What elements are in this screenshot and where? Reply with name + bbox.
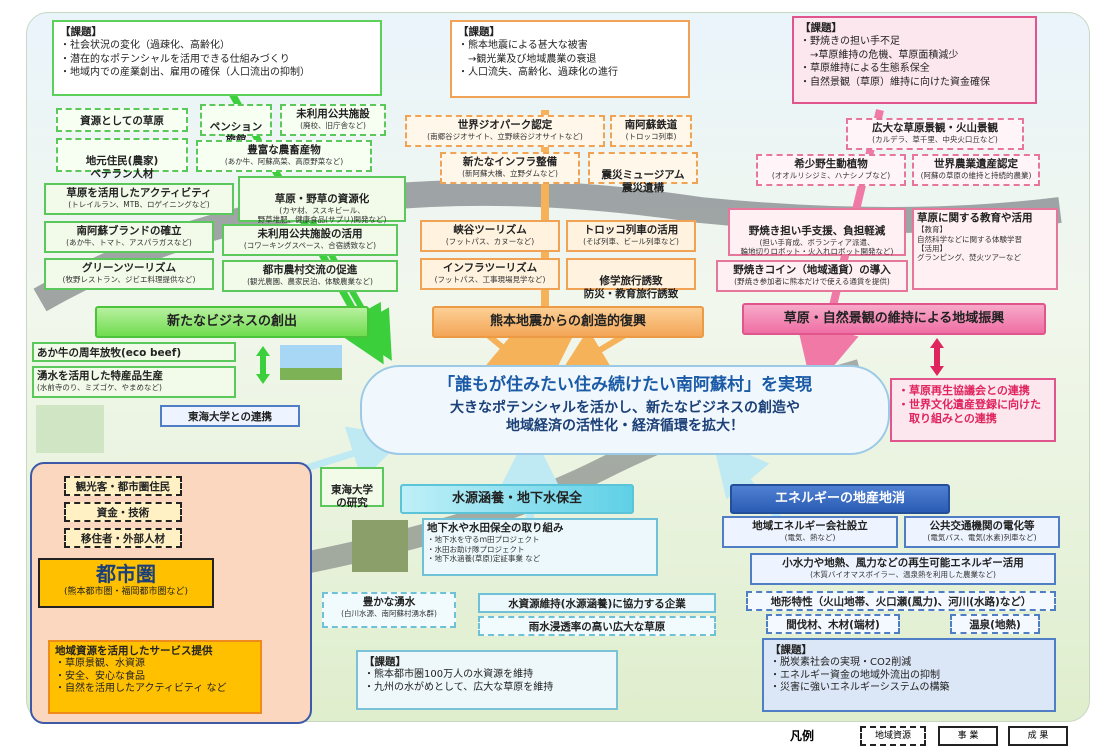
urban-area-title: 都市圏 (熊本都市圏・福岡都市圏など) [38,558,214,608]
kadai-item: →草原維持の危機、草原面積減少 [800,49,959,61]
resource-railway: 南阿蘇鉄道(トロッコ列車) [610,115,692,147]
collab-item: ・世界文化遺産登録に向けた 取り組みとの連携 [898,397,1041,425]
kadai-orange: 【課題】 ・熊本地震による甚大な被害 →観光業及び地域農業の衰退 ・人口流失、高… [450,20,690,98]
kadai-title: 【課題】 [60,26,102,38]
akaushi-grazing: あか牛の周年放牧(eco beef) [32,342,236,362]
resource-grassland: 資源としての草原 [56,108,188,132]
legend-label: 凡例 [790,729,815,743]
business-urban-rural: 都市農村交流の促進(観光農園、農家民泊、体験農業など) [222,260,398,292]
resource-rare-species: 希少野生動植物(オオルリシジミ、ハナシノブなど) [756,154,906,186]
kadai-title: 【課題】 [800,22,842,34]
renewable-energy: 小水力や地熱、風力などの再生可能エネルギー活用(木質バイオマスボイラー、温泉熱を… [750,553,1056,585]
rich-spring-water: 豊かな湧水(白川水源、南阿蘇村湧水群) [322,592,456,628]
banner-reconstruction: 熊本地震からの創造的復興 [432,306,704,338]
legend-project: 事 業 [938,726,998,746]
business-burning-support: 野焼き担い手支援、負担軽減(担い手育成、ボランティア派遣、 輪地切りロボット・火… [728,208,906,256]
banner-new-business: 新たなビジネスの創出 [95,306,369,338]
kadai-item: ・野焼きの担い手不足 [800,36,900,48]
kadai-pink: 【課題】 ・野焼きの担い手不足 →草原維持の危機、草原面積減少 ・草原維持による… [792,16,1037,104]
center-vision: 「誰もが住みたい住み続けたい南阿蘇村」を実現 大きなポテンシャルを活かし、新たな… [360,365,890,455]
urban-tourists: 観光客・都市圏住民 [64,476,182,496]
business-unused-facility: 未利用公共施設の活用(コワーキングスペース、合宿誘致など) [222,224,398,256]
business-grassland-education: 草原に関する教育や活用 【教育】 自然科学などに関する体験学習 【活用】 グラン… [912,208,1058,290]
business-local-currency: 野焼きコイン（地域通貨）の導入(野焼き参加者に熊本だけで使える通貨を提供) [716,260,908,292]
business-torokko: トロッコ列車の活用(そば列車、ビール列車など) [566,220,696,252]
resource-local-residents: 地元住民(農家) ベテラン人材 [56,138,188,180]
vision-line-2: 地域経済の活性化・経済循環を拡大！ [506,417,744,434]
kadai-item: ・地域内での産業創出、雇用の確保（人口流出の抑制） [60,67,310,79]
public-transport-electrification: 公共交通機関の電化等(電気バス、電気(水素)列車など) [904,516,1060,548]
business-infra-tourism: インフラツーリズム(フットパス、工事現場見学など) [420,258,560,290]
kadai-item: ・社会状況の変化（過疎化、高齢化） [60,40,230,52]
resource-pension: ペンション 旅館 [200,104,272,146]
business-brand: 南阿蘇ブランドの確立(あか牛、トマト、アスパラガスなど) [44,221,214,253]
collab-item: ・草原再生協議会との連携 [898,384,1030,397]
kadai-item: ・自然景観（草原）維持に向けた資金確保 [800,76,990,88]
rainwater-grassland: 雨水浸透率の高い広大な草原 [478,616,716,636]
banner-water-conservation: 水源涵養・地下水保全 [400,484,634,514]
resource-unused-facility: 未利用公共施設(廃校、旧庁舎など) [280,104,386,136]
vision-line-1: 大きなポテンシャルを活かし、新たなビジネスの創造や [450,400,800,417]
business-activity: 草原を活用したアクティビティ(トレイルラン、MTB、ロゲイニングなど) [44,183,234,215]
kadai-item: ・人口流失、高齢化、過疎化の進行 [458,67,618,79]
tokai-research: 東海大学 の研究 [320,467,384,509]
urban-funding: 資金・技術 [64,502,182,522]
kadai-green: 【課題】 ・社会状況の変化（過疎化、高齢化） ・潜在的なポテンシャルを活用できる… [52,20,382,96]
groundwater-efforts: 地下水や水田保全の取り組み ・地下水を守るｍ田プロジェクト ・水田お助け隊プロジ… [422,518,658,576]
kadai-water: 【課題】 ・熊本都市圏100万人の水資源を維持 ・九州の水がめとして、広大な草原… [356,650,618,710]
energy-company: 地域エネルギー会社設立(電気、熱など) [722,516,898,548]
urban-migrants: 移住者・外部人材 [64,528,182,548]
resource-geopark: 世界ジオパーク認定(南郷谷ジオサイト、立野峡谷ジオサイトなど) [405,115,605,147]
banner-energy: エネルギーの地産地消 [730,484,950,514]
thinned-wood: 間伐材、木材(端材) [766,614,900,634]
business-green-tourism: グリーンツーリズム(牧野レストラン、ジビエ料理提供など) [44,258,214,290]
business-school-trip: 修学旅行誘致 防災・教育旅行誘致 [566,258,696,300]
legend-resource: 地域資源 [860,726,926,746]
banner-regional-promotion: 草原・自然景観の維持による地域振興 [742,303,1046,335]
urban-service-box: 地域資源を活用したサービス提供 ・草原景観、水資源 ・安全、安心な食品 ・自然を… [48,640,262,714]
business-grass-resource: 草原・野草の資源化(カヤ材、ススキビール、 野草堆肥、健康食品(サプリ)開発など… [238,176,406,224]
resource-landscape: 広大な草原景観・火山景観(カルデラ、草千里、中央火口丘など) [846,118,1024,150]
kadai-title: 【課題】 [458,26,500,38]
tokai-university-link: 東海大学との連携 [160,405,300,427]
legend-outcome: 成 果 [1008,726,1068,746]
resource-quake-museum: 震災ミュージアム 震災遺構 [588,152,698,194]
kadai-item: ・熊本地震による甚大な被害 [458,40,588,52]
spring-water-products: 湧水を活用した特産品生産(水前寺のり、ミズゴケ、やまめなど) [32,366,236,398]
business-canyon-tourism: 峡谷ツーリズム(フットパス、カヌーなど) [420,220,560,252]
vision-title: 「誰もが住みたい住み続けたい南阿蘇村」を実現 [438,375,812,395]
kadai-item: →観光業及び地域農業の衰退 [458,53,597,65]
pink-collaboration: ・草原再生協議会との連携 ・世界文化遺産登録に向けた 取り組みとの連携 [890,378,1056,442]
resource-farm-products: 豊富な農畜産物(あか牛、阿蘇高菜、高原野菜など) [196,140,372,172]
terrain-characteristics: 地形特性（火山地帯、火口瀬(風力)、河川(水路)など） [746,591,1056,611]
kadai-item: ・潜在的なポテンシャルを活用できる仕組みづくり [60,53,290,65]
water-companies: 水資源維持(水源涵養)に協力する企業 [478,593,716,613]
legend: 凡例 地域資源 事 業 成 果 [790,724,1090,748]
resource-infrastructure: 新たなインフラ整備(新阿蘇大橋、立野ダムなど) [440,152,580,184]
resource-giahs: 世界農業遺産認定(阿蘇の草原の維持と持続的農業) [912,154,1040,186]
kadai-energy: 【課題】 ・脱炭素社会の実現・CO2削減 ・エネルギー資金の地域外流出の抑制 ・… [762,638,1056,712]
field-research-photo [352,520,408,572]
hot-spring: 温泉(地熱) [950,614,1040,634]
kadai-item: ・草原維持による生態系保全 [800,63,930,75]
